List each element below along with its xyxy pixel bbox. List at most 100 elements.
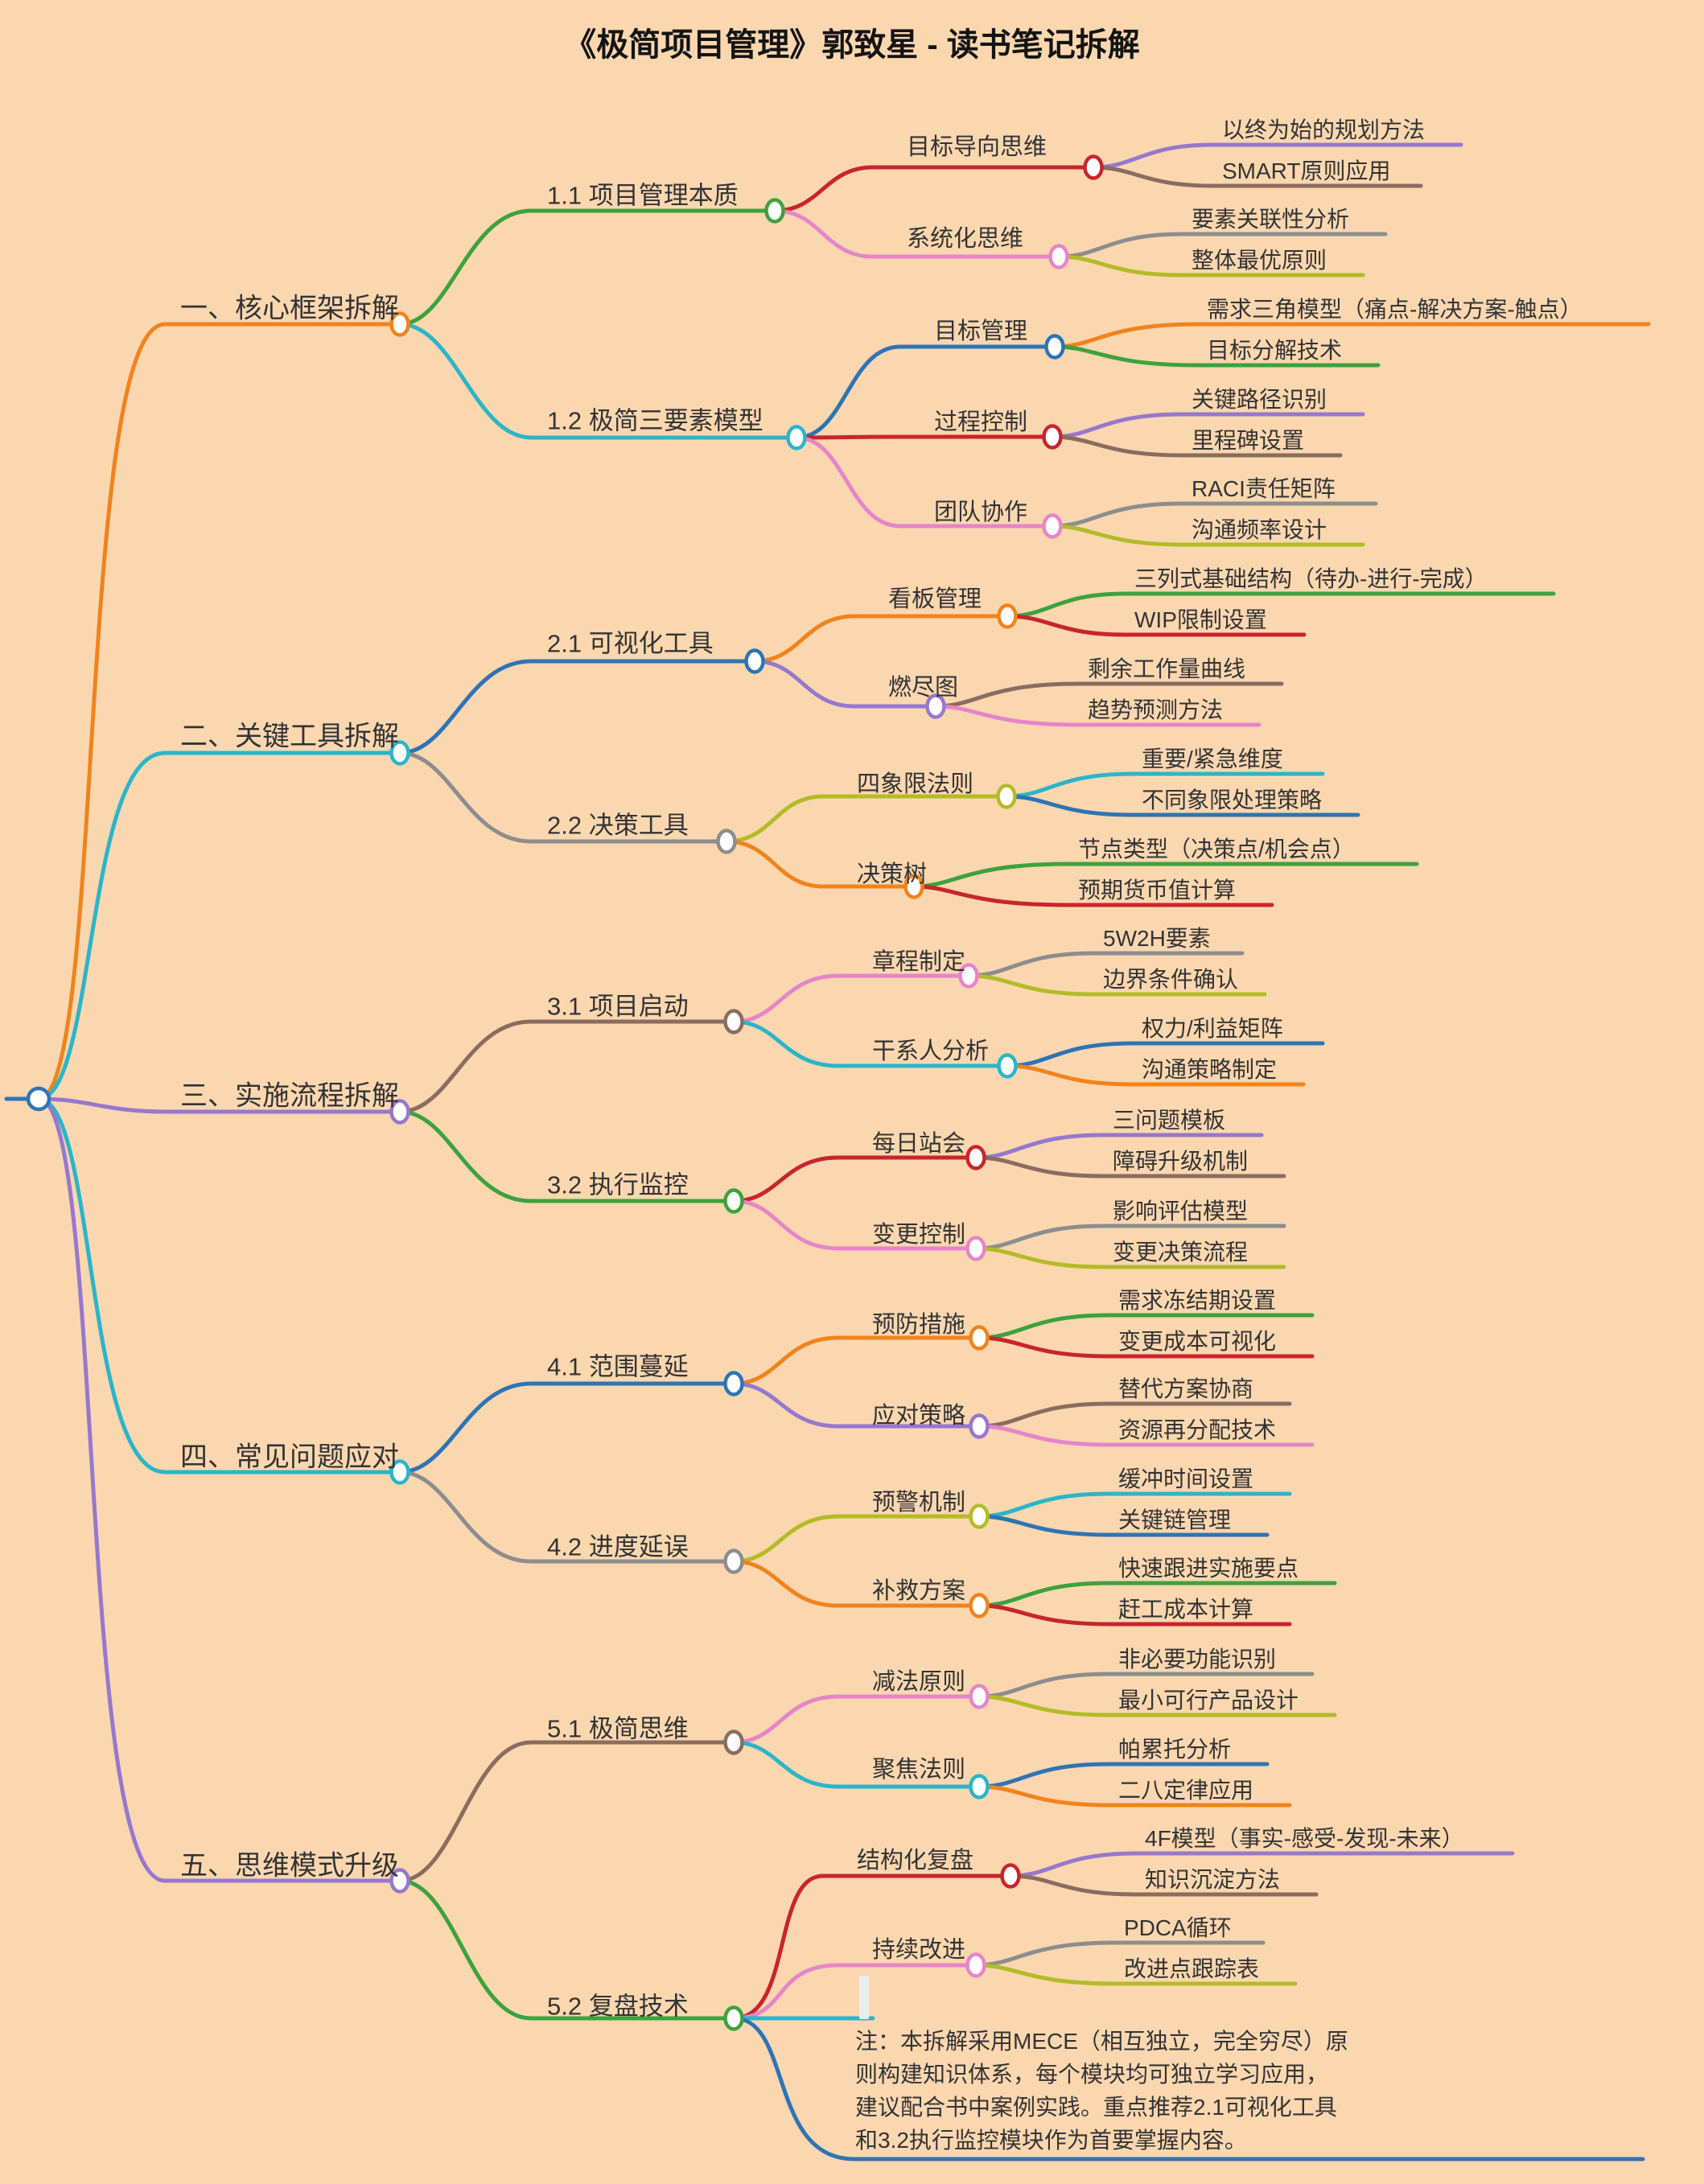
branch-3-label[interactable]: 三、实施流程拆解 <box>180 1080 399 1112</box>
leaf-label[interactable]: 重要/紧急维度 <box>1142 747 1283 771</box>
leaf-label[interactable]: 4F模型（事实-感受-发现-未来） <box>1145 1826 1464 1851</box>
node-dot-branch-5[interactable] <box>389 1868 410 1894</box>
leaf-label[interactable]: 帕累托分析 <box>1118 1737 1232 1762</box>
node-team-collab-label[interactable]: 团队协作 <box>934 500 1028 525</box>
node-focus-label[interactable]: 聚焦法则 <box>872 1757 966 1783</box>
leaf-label[interactable]: 剩余工作量曲线 <box>1088 656 1246 681</box>
note-block[interactable]: 注：本拆解采用MECE（相互独立，完全穷尽）原 则构建知识体系，每个模块均可独立… <box>855 2025 1348 2157</box>
leaf-label[interactable]: 需求冻结期设置 <box>1118 1288 1277 1313</box>
node-1-2-label[interactable]: 1.2 极简三要素模型 <box>547 406 764 435</box>
root-node-dot[interactable] <box>26 1086 51 1112</box>
node-remedy-label[interactable]: 补救方案 <box>872 1578 966 1604</box>
branch-4-label[interactable]: 四、常见问题应对 <box>180 1442 399 1473</box>
node-change-ctrl-label[interactable]: 变更控制 <box>872 1222 966 1248</box>
leaf-label[interactable]: 权力/利益矩阵 <box>1142 1016 1283 1041</box>
node-continuous-improve-label[interactable]: 持续改进 <box>872 1937 966 1963</box>
leaf-label[interactable]: 三列式基础结构（待办-进行-完成） <box>1134 566 1488 591</box>
node-dot-2-1[interactable] <box>744 648 765 674</box>
branch-5-label[interactable]: 五、思维模式升级 <box>180 1850 399 1882</box>
leaf-label[interactable]: 沟通频率设计 <box>1192 517 1327 542</box>
node-dot-quadrant[interactable] <box>996 784 1017 809</box>
leaf-label[interactable]: 节点类型（决策点/机会点） <box>1078 837 1355 862</box>
node-dot-4-2[interactable] <box>723 1549 744 1574</box>
leaf-label[interactable]: 关键路径识别 <box>1192 387 1327 412</box>
node-dot-branch-4[interactable] <box>389 1459 410 1485</box>
node-charter-label[interactable]: 章程制定 <box>872 949 966 975</box>
node-3-2-label[interactable]: 3.2 执行监控 <box>547 1170 689 1199</box>
node-dot-charter[interactable] <box>958 963 979 989</box>
leaf-label[interactable]: 以终为始的规划方法 <box>1222 117 1426 142</box>
node-5-1-label[interactable]: 5.1 极简思维 <box>547 1714 689 1743</box>
node-3-1-label[interactable]: 3.1 项目启动 <box>547 992 689 1021</box>
node-decision-tree-label[interactable]: 决策树 <box>857 862 928 887</box>
node-dot-change-ctrl[interactable] <box>965 1236 986 1261</box>
leaf-label[interactable]: 目标分解技术 <box>1207 338 1343 363</box>
node-kanban-label[interactable]: 看板管理 <box>888 586 982 612</box>
leaf-label[interactable]: WIP限制设置 <box>1134 607 1267 632</box>
leaf-label[interactable]: 预期货币值计算 <box>1078 878 1237 903</box>
leaf-label[interactable]: 替代方案协商 <box>1118 1376 1254 1401</box>
node-dot-branch-3[interactable] <box>389 1099 410 1125</box>
node-dot-5-1[interactable] <box>723 1730 744 1755</box>
leaf-label[interactable]: 缓冲时间设置 <box>1118 1466 1254 1491</box>
leaf-label[interactable]: 知识沉淀方法 <box>1145 1867 1281 1892</box>
node-subtraction-label[interactable]: 减法原则 <box>872 1669 966 1695</box>
node-process-ctrl-label[interactable]: 过程控制 <box>934 409 1028 435</box>
node-dot-decision-tree[interactable] <box>903 874 924 899</box>
node-stakeholder-label[interactable]: 干系人分析 <box>872 1039 990 1064</box>
node-dot-standup[interactable] <box>965 1145 986 1170</box>
node-response-label[interactable]: 应对策略 <box>872 1403 966 1429</box>
node-2-2-label[interactable]: 2.2 决策工具 <box>547 811 689 840</box>
node-prevention-label[interactable]: 预防措施 <box>872 1312 966 1338</box>
leaf-label[interactable]: 改进点跟踪表 <box>1124 1956 1260 1981</box>
node-dot-focus[interactable] <box>969 1774 990 1799</box>
node-dot-continuous-improve[interactable] <box>965 1952 986 1978</box>
leaf-label[interactable]: 障碍升级机制 <box>1113 1149 1249 1174</box>
node-dot-goal-oriented[interactable] <box>1083 154 1104 180</box>
leaf-label[interactable]: 快速跟进实施要点 <box>1118 1556 1299 1581</box>
node-dot-2-2[interactable] <box>716 829 737 854</box>
leaf-label[interactable]: 不同象限处理策略 <box>1142 788 1323 812</box>
node-quadrant-label[interactable]: 四象限法则 <box>857 771 974 797</box>
leaf-label[interactable]: PDCA循环 <box>1124 1915 1232 1940</box>
node-standup-label[interactable]: 每日站会 <box>872 1131 966 1157</box>
leaf-label[interactable]: 变更成本可视化 <box>1118 1329 1277 1354</box>
leaf-label[interactable]: 要素关联性分析 <box>1192 207 1350 232</box>
node-dot-1-1[interactable] <box>764 198 785 224</box>
leaf-label[interactable]: 沟通策略制定 <box>1142 1057 1278 1082</box>
node-dot-systematic[interactable] <box>1048 244 1069 269</box>
node-4-2-label[interactable]: 4.2 进度延误 <box>547 1532 689 1561</box>
node-dot-1-2[interactable] <box>786 425 807 450</box>
branch-1-label[interactable]: 一、核心框架拆解 <box>180 293 399 324</box>
leaf-label[interactable]: 非必要功能识别 <box>1118 1647 1277 1672</box>
node-structured-review-label[interactable]: 结构化复盘 <box>857 1848 974 1873</box>
leaf-label[interactable]: 整体最优原则 <box>1192 248 1327 273</box>
node-systematic-label[interactable]: 系统化思维 <box>907 226 1024 252</box>
node-goal-mgmt-label[interactable]: 目标管理 <box>934 319 1028 344</box>
node-dot-burndown[interactable] <box>925 693 946 719</box>
node-dot-process-ctrl[interactable] <box>1042 424 1063 450</box>
node-5-2-label[interactable]: 5.2 复盘技术 <box>547 1992 689 2021</box>
node-dot-team-collab[interactable] <box>1042 513 1063 539</box>
leaf-label[interactable]: 影响评估模型 <box>1113 1199 1249 1224</box>
node-burndown-label[interactable]: 燃尽图 <box>888 675 959 701</box>
node-dot-goal-mgmt[interactable] <box>1044 334 1065 360</box>
node-dot-stakeholder[interactable] <box>997 1053 1018 1079</box>
leaf-label[interactable]: 变更决策流程 <box>1113 1240 1249 1265</box>
node-dot-subtraction[interactable] <box>969 1684 990 1709</box>
node-dot-5-2[interactable] <box>723 2005 744 2031</box>
node-2-1-label[interactable]: 2.1 可视化工具 <box>547 629 714 658</box>
branch-2-label[interactable]: 二、关键工具拆解 <box>180 721 399 752</box>
node-dot-3-1[interactable] <box>723 1009 744 1034</box>
node-dot-branch-2[interactable] <box>389 740 410 766</box>
leaf-label[interactable]: SMART原则应用 <box>1222 158 1391 183</box>
leaf-label[interactable]: 需求三角模型（痛点-解决方案-触点） <box>1207 297 1583 322</box>
leaf-label[interactable]: 趋势预测方法 <box>1088 697 1224 722</box>
node-dot-remedy[interactable] <box>969 1593 990 1618</box>
node-dot-4-1[interactable] <box>723 1371 744 1396</box>
leaf-label[interactable]: RACI责任矩阵 <box>1192 476 1336 501</box>
node-dot-structured-review[interactable] <box>1000 1863 1021 1889</box>
node-dot-3-2[interactable] <box>723 1188 744 1214</box>
leaf-label[interactable]: 二八定律应用 <box>1118 1778 1254 1803</box>
node-4-1-label[interactable]: 4.1 范围蔓延 <box>547 1352 689 1381</box>
